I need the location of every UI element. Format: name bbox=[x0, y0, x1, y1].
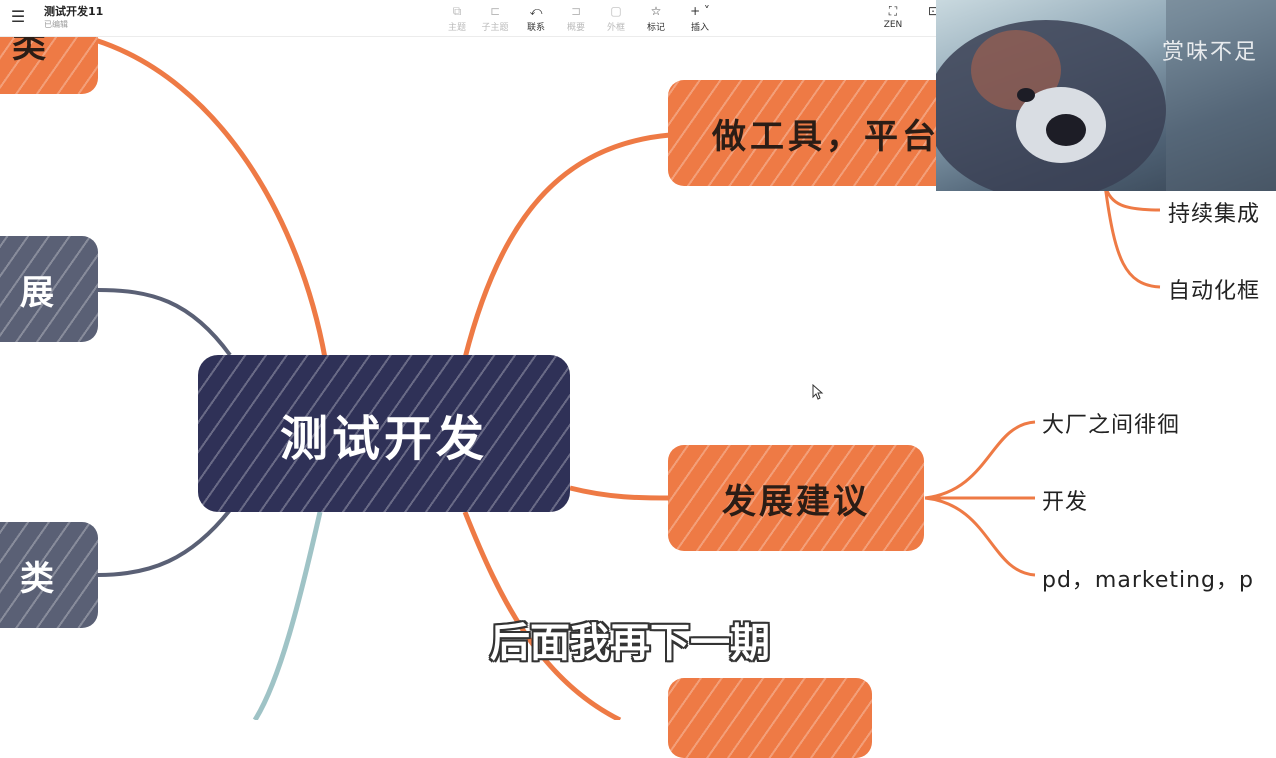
left-topic-node-middle[interactable]: 展 bbox=[0, 236, 98, 342]
menu-icon[interactable]: ☰ bbox=[10, 7, 26, 26]
leaf-pd-marketing[interactable]: pd，marketing，p bbox=[1042, 568, 1254, 593]
boundary-button[interactable]: ▢ 外框 bbox=[599, 3, 633, 33]
marker-label: 标记 bbox=[646, 23, 665, 33]
node-label: 做工具，平台 bbox=[712, 116, 940, 157]
add-subtopic-icon: ⊏ bbox=[489, 4, 501, 18]
zen-button[interactable]: ⛶ ZEN bbox=[876, 3, 910, 30]
node-label: 发展建议 bbox=[722, 481, 870, 522]
mouse-cursor-icon bbox=[812, 384, 824, 400]
boundary-label: 外框 bbox=[606, 23, 625, 33]
marker-button[interactable]: ☆ 标记 bbox=[639, 3, 673, 33]
plus-icon: + ˅ bbox=[690, 4, 710, 18]
add-subtopic-label: 子主题 bbox=[481, 23, 509, 33]
add-topic-icon: ⧉ bbox=[452, 4, 462, 18]
leaf-development[interactable]: 开发 bbox=[1042, 490, 1089, 515]
root-topic-node[interactable]: 测试开发 bbox=[198, 355, 570, 512]
leaf-continuous-integration[interactable]: 持续集成 bbox=[1168, 202, 1261, 227]
star-icon: ☆ bbox=[650, 4, 662, 18]
share-button-partial[interactable]: ⊡ bbox=[916, 3, 950, 20]
overlay-watermark-text: 赏味不足 bbox=[1161, 40, 1258, 65]
video-subtitle: 后面我再下一期 bbox=[490, 620, 770, 666]
add-topic-label: 主题 bbox=[447, 23, 466, 33]
document-status: 已编辑 bbox=[44, 20, 68, 29]
topic-node-suggest[interactable]: 发展建议 bbox=[668, 445, 924, 551]
zen-icon: ⛶ bbox=[888, 4, 898, 18]
insert-button[interactable]: + ˅ 插入 bbox=[683, 3, 717, 33]
leaf-automation-framework[interactable]: 自动化框 bbox=[1168, 279, 1261, 304]
summary-button[interactable]: ⊐ 概要 bbox=[559, 3, 593, 33]
connector-lines bbox=[94, 37, 1161, 720]
topic-node-bottom-partial[interactable] bbox=[668, 678, 872, 758]
node-label: 展 bbox=[20, 272, 54, 313]
share-icon: ⊡ bbox=[927, 4, 939, 18]
document-title[interactable]: 测试开发11 bbox=[44, 5, 104, 18]
zen-label: ZEN bbox=[883, 20, 903, 30]
root-topic-label: 测试开发 bbox=[279, 410, 488, 467]
boundary-icon: ▢ bbox=[610, 4, 622, 18]
node-label: 类 bbox=[20, 558, 54, 599]
relation-button[interactable]: ⤺ 联系 bbox=[519, 3, 553, 33]
webcam-overlay: 赏味不足 bbox=[936, 0, 1276, 191]
summary-label: 概要 bbox=[566, 23, 585, 33]
add-subtopic-button[interactable]: ⊏ 子主题 bbox=[478, 3, 512, 33]
left-topic-node-bottom[interactable]: 类 bbox=[0, 522, 98, 628]
summary-icon: ⊐ bbox=[570, 4, 582, 18]
add-topic-button[interactable]: ⧉ 主题 bbox=[440, 3, 474, 33]
relation-label: 联系 bbox=[526, 23, 545, 33]
dog-photo-icon bbox=[936, 0, 1276, 191]
insert-label: 插入 bbox=[690, 23, 709, 33]
leaf-big-companies[interactable]: 大厂之间徘徊 bbox=[1042, 413, 1181, 438]
relation-icon: ⤺ bbox=[529, 4, 543, 18]
